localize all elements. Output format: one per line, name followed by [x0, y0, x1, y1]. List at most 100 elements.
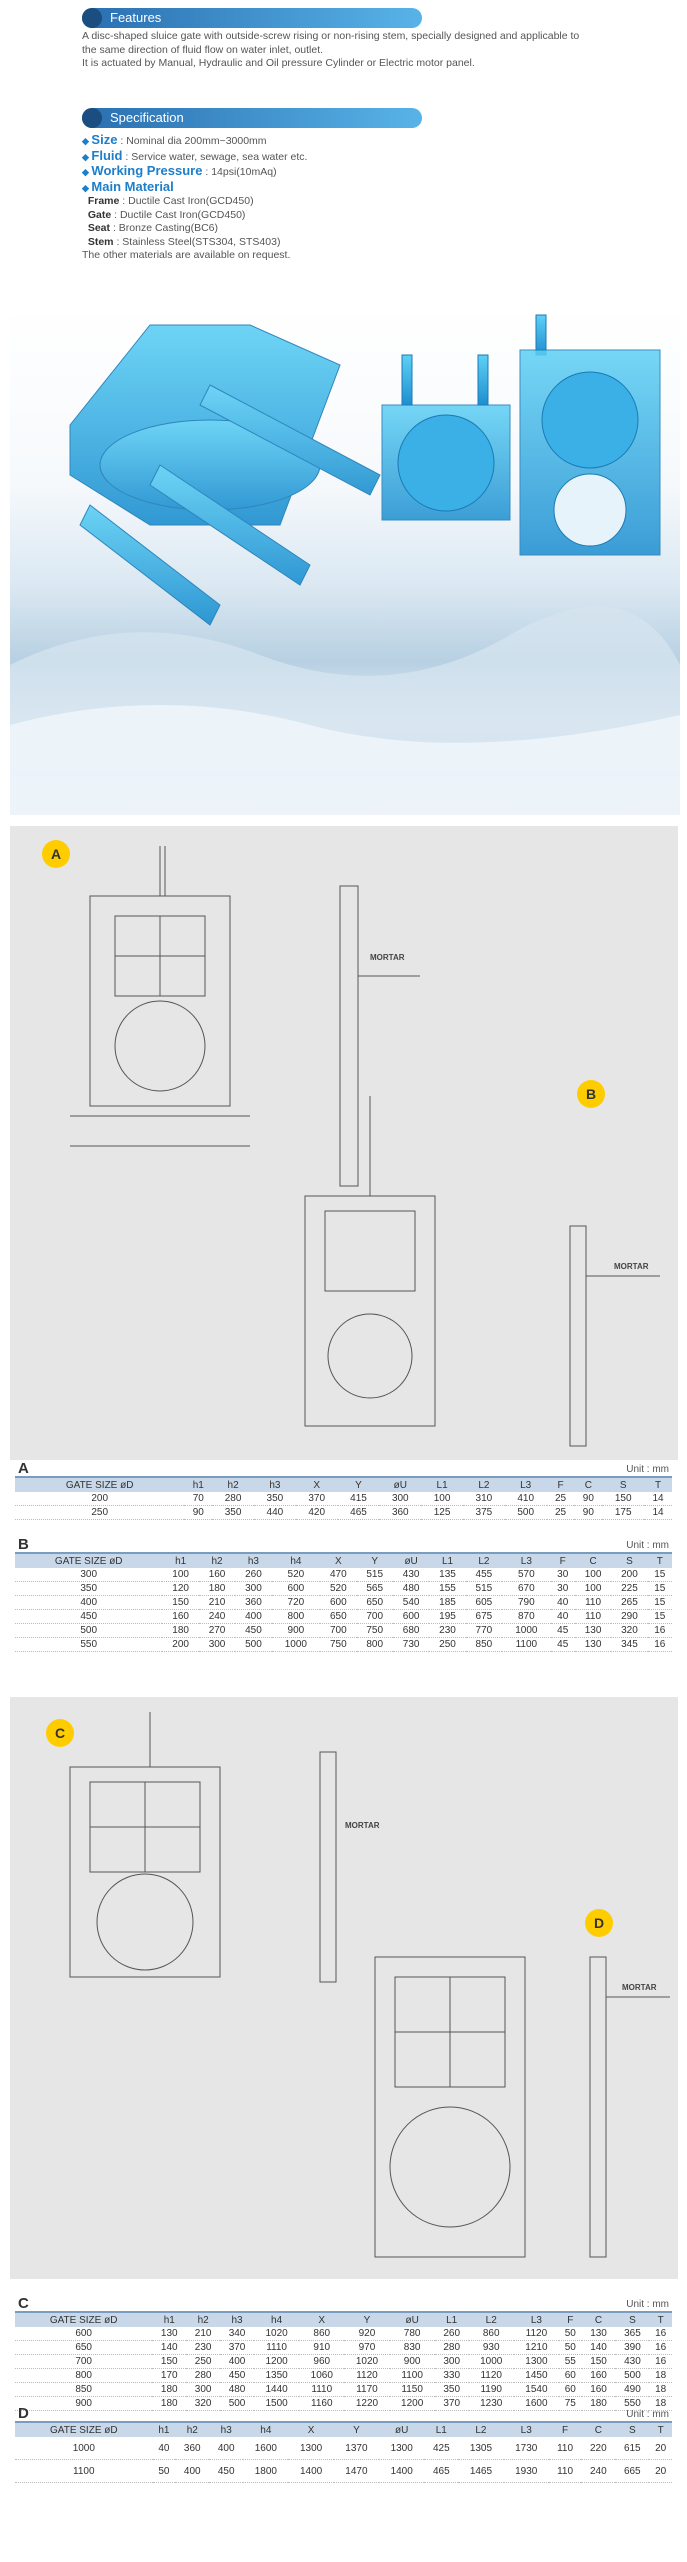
table-cell: 480 — [220, 2382, 254, 2397]
table-cell: 750 — [356, 1623, 393, 1638]
table-c-unit: Unit : mm — [626, 2299, 669, 2310]
table-cell: 500 — [235, 1637, 272, 1652]
table-cell: 550 — [615, 2396, 650, 2411]
material-stem: Stem : Stainless Steel(STS304, STS403) — [82, 236, 307, 250]
table-cell: 1020 — [344, 2354, 390, 2369]
column-header: h2 — [212, 1476, 254, 1492]
material-seat: Seat : Bronze Casting(BC6) — [82, 222, 307, 236]
table-cell: 90 — [184, 1505, 213, 1520]
table-cell: 1400 — [379, 2459, 425, 2483]
table-cell: 330 — [434, 2368, 469, 2383]
table-cell: 650 — [15, 2340, 153, 2355]
features-header: Features — [82, 8, 422, 28]
column-header: L2 — [462, 1476, 505, 1492]
table-cell: 15 — [647, 1581, 672, 1596]
table-cell: 185 — [429, 1595, 466, 1610]
column-header: F — [548, 2421, 582, 2437]
column-header: T — [649, 2421, 672, 2437]
table-cell: 180 — [152, 2396, 187, 2411]
table-cell: 500 — [220, 2396, 254, 2411]
table-cell: 480 — [392, 1581, 430, 1596]
table-cell: 290 — [611, 1609, 648, 1624]
table-cell: 60 — [559, 2382, 582, 2397]
table-cell: 500 — [615, 2368, 650, 2383]
table-cell: 830 — [389, 2340, 435, 2355]
gate-illustration — [10, 314, 680, 815]
table-cell: 790 — [502, 1595, 551, 1610]
table-cell: 450 — [220, 2368, 254, 2383]
table-cell: 1300 — [288, 2437, 334, 2460]
table-cell: 1350 — [253, 2368, 300, 2383]
table-cell: 18 — [649, 2382, 672, 2397]
table-cell: 130 — [574, 1637, 612, 1652]
table-cell: 420 — [295, 1505, 338, 1520]
table-cell: 240 — [198, 1609, 236, 1624]
table-cell: 130 — [152, 2327, 187, 2341]
table-cell: 140 — [581, 2340, 616, 2355]
column-header: øU — [379, 1476, 422, 1492]
table-cell: 600 — [392, 1609, 430, 1624]
table-cell: 860 — [468, 2327, 514, 2341]
spec-note: The other materials are available on req… — [82, 249, 291, 261]
table-cell: 520 — [320, 1581, 357, 1596]
spec-size-value: : Nominal dia 200mm~3000mm — [120, 135, 267, 147]
table-b-unit: Unit : mm — [626, 1540, 669, 1551]
table-cell: 1200 — [253, 2354, 300, 2369]
table-cell: 370 — [220, 2340, 254, 2355]
table-cell: 40 — [550, 1595, 575, 1610]
column-header: F — [546, 1476, 575, 1492]
table-cell: 500 — [15, 1623, 163, 1638]
column-header: X — [320, 1552, 357, 1568]
table-cell: 600 — [271, 1581, 321, 1596]
table-cell: 900 — [271, 1623, 321, 1638]
table-cell: 110 — [574, 1609, 612, 1624]
table-cell: 200 — [611, 1568, 648, 1582]
table-cell: 270 — [198, 1623, 236, 1638]
table-cell: 365 — [615, 2327, 650, 2341]
table-cell: 100 — [574, 1568, 612, 1582]
features-line: A disc-shaped sluice gate with outside-s… — [82, 30, 580, 42]
table-cell: 780 — [389, 2327, 435, 2341]
table-cell: 16 — [647, 1623, 672, 1638]
table-cell: 910 — [299, 2340, 345, 2355]
column-header: Y — [337, 1476, 380, 1492]
column-header: h4 — [243, 2421, 289, 2437]
table-cell: 25 — [546, 1505, 575, 1520]
column-header: GATE SIZE øD — [15, 1476, 185, 1492]
column-header: L1 — [424, 2421, 459, 2437]
table-cell: 1110 — [299, 2382, 345, 2397]
table-cell: 1600 — [243, 2437, 289, 2460]
table-cell: 15 — [647, 1568, 672, 1582]
table-cell: 300 — [235, 1581, 272, 1596]
material-frame: Frame : Ductile Cast Iron(GCD450) — [82, 195, 307, 209]
table-cell: 16 — [647, 1637, 672, 1652]
technical-drawing-cd — [69, 1712, 670, 2258]
spec-material-label: Main Material — [82, 179, 174, 194]
column-header: h3 — [220, 2311, 254, 2327]
column-header: h1 — [152, 2311, 187, 2327]
mortar-label: MORTAR — [622, 1983, 657, 1992]
technical-drawing-ab — [70, 846, 660, 1447]
column-header: GATE SIZE øD — [15, 2421, 153, 2437]
table-cell: 700 — [320, 1623, 357, 1638]
table-cell: 300 — [186, 2382, 221, 2397]
table-cell: 930 — [468, 2340, 514, 2355]
table-cell: 920 — [344, 2327, 390, 2341]
table-cell: 565 — [356, 1581, 393, 1596]
table-cell: 320 — [186, 2396, 221, 2411]
table-cell: 260 — [434, 2327, 469, 2341]
table-cell: 70 — [184, 1492, 213, 1506]
table-cell: 1930 — [503, 2459, 549, 2483]
column-header: S — [602, 1476, 645, 1492]
material-value: : Bronze Casting(BC6) — [112, 222, 218, 234]
table-cell: 50 — [559, 2340, 582, 2355]
features-text: A disc-shaped sluice gate with outside-s… — [82, 30, 579, 71]
table-cell: 400 — [175, 2459, 210, 2483]
table-cell: 1210 — [513, 2340, 559, 2355]
table-cell: 140 — [152, 2340, 187, 2355]
